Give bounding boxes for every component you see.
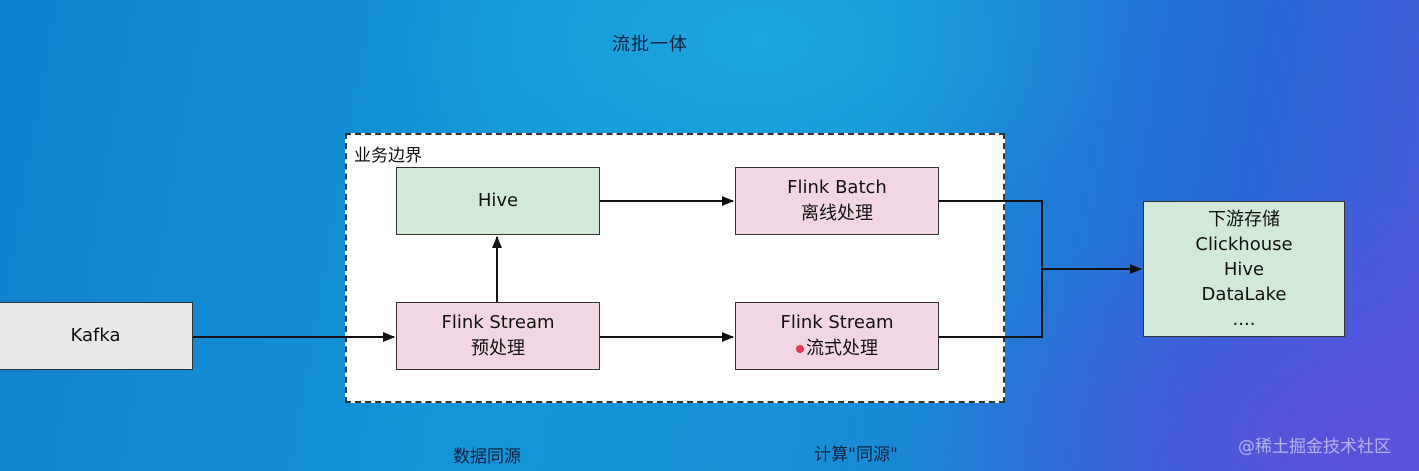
hive-node: Hive [396, 167, 600, 235]
flink-stream-preprocess-line1: Flink Stream [441, 312, 555, 333]
storage-line5: .... [1232, 308, 1256, 330]
connector-batch-to-merge [939, 200, 1043, 338]
flink-stream-line1: Flink Stream [780, 312, 894, 333]
storage-line1: 下游存储 [1208, 208, 1280, 230]
kafka-node: Kafka [0, 302, 193, 370]
flink-stream-preprocess-line2: 预处理 [471, 338, 525, 359]
diagram-title: 流批一体 [612, 34, 688, 55]
cursor-dot-icon [796, 345, 804, 353]
flink-stream-line2-wrap: 流式处理 [796, 336, 878, 362]
watermark: @稀土掘金技术社区 [1238, 437, 1391, 457]
flink-stream-node: Flink Stream 流式处理 [735, 302, 939, 370]
flink-stream-line2: 流式处理 [806, 338, 878, 359]
downstream-storage-node: 下游存储 Clickhouse Hive DataLake .... [1143, 201, 1345, 337]
flink-batch-node: Flink Batch 离线处理 [735, 167, 939, 235]
flink-batch-line1: Flink Batch [787, 177, 887, 198]
flink-batch-line2: 离线处理 [801, 203, 873, 224]
business-boundary-label: 业务边界 [354, 146, 422, 166]
data-same-source-label: 数据同源 [453, 447, 521, 467]
hive-label: Hive [477, 190, 519, 211]
kafka-label: Kafka [70, 325, 121, 346]
flink-stream-preprocess-node: Flink Stream 预处理 [396, 302, 600, 370]
compute-same-source-label: 计算"同源" [814, 445, 898, 465]
storage-line4: DataLake [1201, 283, 1287, 305]
storage-line2: Clickhouse [1195, 233, 1293, 255]
storage-line3: Hive [1223, 258, 1265, 280]
